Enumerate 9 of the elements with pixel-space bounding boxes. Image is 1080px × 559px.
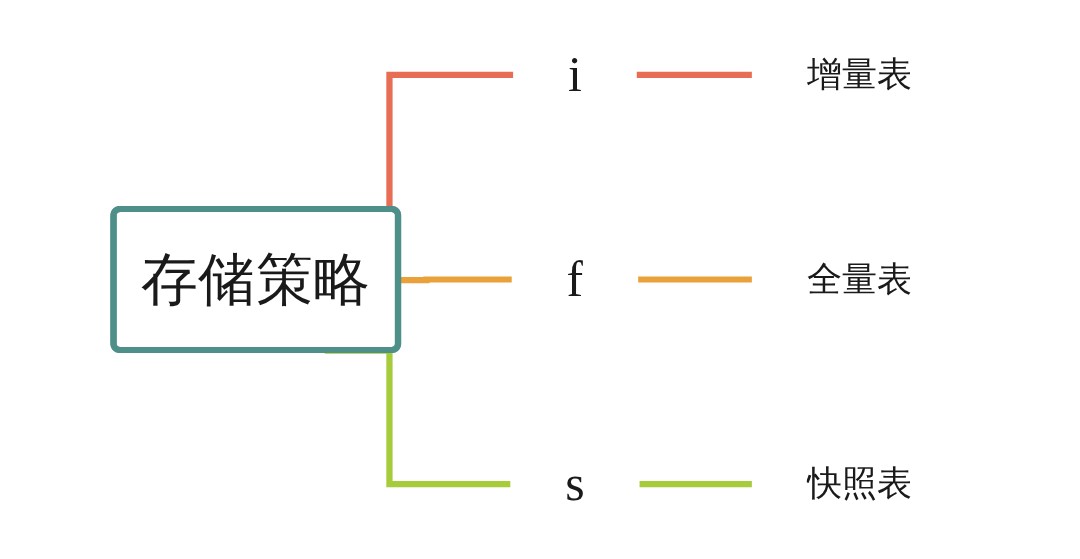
- node-text: i: [568, 46, 582, 103]
- connector: [398, 276, 512, 284]
- node-text: f: [566, 250, 584, 307]
- node-text: s: [565, 455, 585, 512]
- node-text: 增量表: [806, 54, 912, 94]
- node-text: 全量表: [806, 259, 912, 299]
- connector: [638, 276, 752, 283]
- connector: [636, 71, 752, 78]
- connector: [639, 481, 752, 488]
